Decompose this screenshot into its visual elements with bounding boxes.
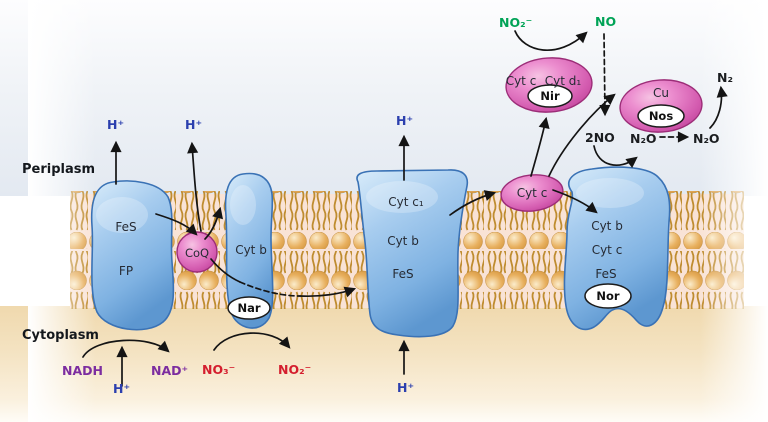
- arrow-cytc-to-nir: [530, 116, 550, 177]
- nor-enzyme-label: Nor: [596, 289, 620, 303]
- arrow-coq-to-bc1-end: [299, 286, 357, 298]
- arrow-hplus-out-coq: [187, 141, 202, 232]
- arrow-nadh-to-nad: [82, 339, 170, 358]
- bc1-cytc1-label: Cyt c₁: [388, 195, 424, 209]
- nar-enzyme-label: Nar: [237, 301, 260, 315]
- nir-oval: [527, 84, 573, 108]
- nir-cytd1-label: Cyt d₁: [545, 74, 582, 88]
- arrow-no3-to-no2: [213, 332, 291, 351]
- complex1-fes-label: FeS: [115, 220, 136, 234]
- n2o-label: N₂O: [630, 131, 657, 146]
- arrow-complex1-to-coq: [155, 213, 198, 236]
- nos-oval: [637, 104, 685, 128]
- arrow-cytc-to-nor: [552, 189, 598, 214]
- arrow-no-diffusion: [599, 33, 611, 117]
- left-edge-fade: [28, 0, 96, 422]
- 2no-label: 2NO: [585, 130, 615, 145]
- nor-cytc-label: Cyt c: [592, 243, 623, 257]
- arrow-no2-to-no: [514, 30, 588, 51]
- nar-oval: [227, 296, 271, 320]
- no2-label: NO₂⁻: [278, 362, 311, 377]
- complex-highlight: [96, 197, 148, 233]
- nor-fes-label: FeS: [595, 267, 616, 281]
- nad-label: NAD⁺: [151, 363, 188, 378]
- cytoplasm-label: Cytoplasm: [22, 328, 99, 343]
- cyt-c-carrier: [500, 174, 564, 212]
- arrow-coq-to-bc1-start: [210, 258, 241, 283]
- hplus-label-4: H⁺: [113, 381, 130, 396]
- no2-periplasm-label: NO₂⁻: [499, 15, 532, 30]
- n2o-product-label: N₂O: [693, 131, 720, 146]
- complex-highlight: [366, 181, 438, 213]
- periplasm-label: Periplasm: [22, 162, 95, 177]
- cytc-carrier-label: Cyt c: [517, 186, 548, 200]
- no-label: NO: [595, 14, 616, 29]
- hplus-label-3: H⁺: [396, 113, 413, 128]
- arrow-cytc-to-nos: [548, 93, 616, 177]
- hplus-label-5: H⁺: [397, 380, 414, 395]
- nir-cytc-label: Cyt c: [506, 74, 537, 88]
- hplus-label-1: H⁺: [107, 117, 124, 132]
- arrow-2no-to-n2o: [593, 145, 638, 168]
- complex-highlight: [576, 178, 644, 208]
- complex-highlight: [230, 185, 256, 225]
- nos-enzyme-label: Nos: [649, 109, 674, 123]
- nor-oval: [584, 283, 632, 309]
- nor-cytb-label: Cyt b: [591, 219, 623, 233]
- arrow-bc1-to-cytc: [449, 190, 497, 216]
- arrow-coq-to-nar: [204, 206, 223, 240]
- complex-bc1: [356, 169, 469, 338]
- nos-cu-label: Cu: [653, 86, 669, 100]
- nadh-label: NADH: [62, 363, 103, 378]
- coq-label: CoQ: [185, 246, 209, 260]
- complex-nadh-dehydrogenase: [90, 180, 175, 331]
- arrow-coq-to-bc1-dashed: [239, 281, 301, 297]
- no3-label: NO₃⁻: [202, 362, 235, 377]
- bc1-fes-label: FeS: [392, 267, 413, 281]
- n2-label: N₂: [717, 70, 733, 85]
- bc1-cytb-label: Cyt b: [387, 234, 419, 248]
- arrow-n2o-to-n2: [709, 85, 728, 129]
- nar-cytb-label: Cyt b: [235, 243, 267, 257]
- hplus-label-2: H⁺: [185, 117, 202, 132]
- complex1-fp-label: FP: [119, 264, 133, 278]
- nir-enzyme-label: Nir: [540, 89, 560, 103]
- right-edge-fade: [700, 0, 768, 422]
